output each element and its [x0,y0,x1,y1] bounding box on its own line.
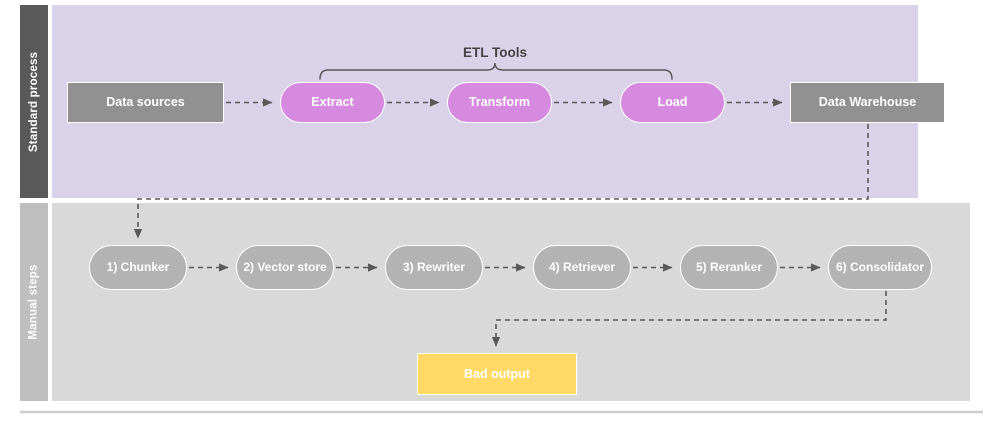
node-load-label: Load [657,95,688,110]
node-reranker-label: 5) Reranker [695,259,763,274]
node-bad-output[interactable]: Bad output [417,353,577,395]
node-load[interactable]: Load [620,82,725,123]
node-chunker[interactable]: 1) Chunker [89,245,187,290]
node-vector-store[interactable]: 2) Vector store [236,245,334,290]
lane-header-standard-process-label: Standard process [28,51,40,152]
node-data-sources-label: Data sources [106,95,185,110]
node-rewriter[interactable]: 3) Rewriter [385,245,483,290]
node-retriever[interactable]: 4) Retriever [533,245,631,290]
node-transform-label: Transform [468,95,531,110]
node-data-warehouse[interactable]: Data Warehouse [790,82,945,123]
node-consolidator-label: 6) Consolidator [835,259,924,274]
node-extract-label: Extract [311,95,354,110]
lane-header-manual-steps: Manual steps [20,203,48,401]
node-bad-output-label: Bad output [464,366,530,381]
etl-tools-label: ETL Tools [463,45,527,60]
node-data-warehouse-label: Data Warehouse [818,95,917,110]
node-chunker-label: 1) Chunker [106,259,170,274]
node-data-sources[interactable]: Data sources [67,82,224,123]
node-rewriter-label: 3) Rewriter [402,259,466,274]
node-consolidator[interactable]: 6) Consolidator [828,245,932,290]
node-reranker[interactable]: 5) Reranker [680,245,778,290]
node-extract[interactable]: Extract [280,82,385,123]
node-transform[interactable]: Transform [447,82,552,123]
node-retriever-label: 4) Retriever [548,259,616,274]
lane-header-standard-process: Standard process [20,5,48,198]
node-vector-store-label: 2) Vector store [243,259,327,274]
lane-header-manual-steps-label: Manual steps [28,264,41,340]
